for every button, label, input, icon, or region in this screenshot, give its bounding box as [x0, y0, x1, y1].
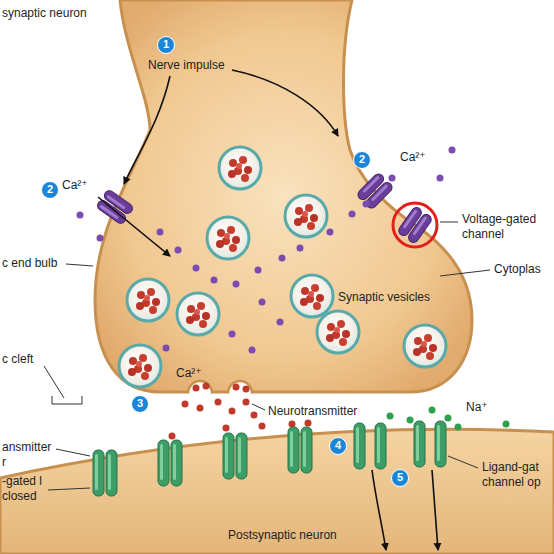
part-label: synaptic neuron — [2, 6, 87, 21]
callout-number: 5 — [391, 469, 409, 487]
ion-label: Ca²⁺ — [400, 150, 426, 165]
ion-label: Na⁺ — [466, 400, 488, 415]
ion-label: Ca²⁺ — [176, 366, 202, 381]
callout-number: 1 — [157, 36, 175, 54]
part-label: Synaptic vesicles — [338, 290, 430, 305]
part-label: c cleft — [2, 352, 33, 367]
part-label: Nerve impulse — [148, 58, 225, 73]
part-label: c end bulb — [2, 256, 57, 271]
ion-label: Ca²⁺ — [62, 178, 88, 193]
callout-number: 2 — [41, 181, 59, 199]
callout-number: 3 — [131, 395, 149, 413]
callout-number: 4 — [329, 437, 347, 455]
part-label: Voltage-gated channel — [462, 212, 552, 242]
part-label: Ligand-gat channel op — [482, 460, 552, 490]
part-label: Postsynaptic neuron — [228, 528, 337, 543]
callout-number: 2 — [353, 151, 371, 169]
part-label: ansmitter r — [2, 440, 55, 470]
part-label: Neurotransmitter — [268, 404, 357, 419]
part-label: Cytoplas — [494, 262, 541, 277]
part-label: -gated l closed — [2, 474, 52, 504]
